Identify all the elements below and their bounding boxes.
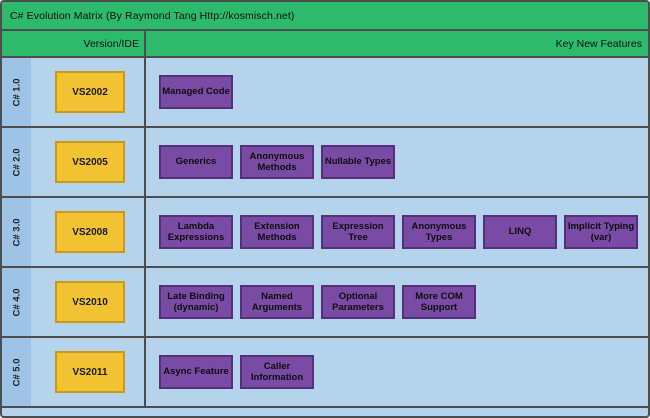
ide-cell: VS2011 (31, 338, 146, 406)
header-version-ide: Version/IDE (2, 31, 146, 56)
feature-box: Extension Methods (240, 215, 314, 249)
csharp-version-label: C# 3.0 (2, 198, 31, 266)
csharp-version-text: C# 1.0 (11, 78, 22, 106)
ide-box: VS2010 (55, 281, 125, 323)
feature-box: Generics (159, 145, 233, 179)
feature-box: More COM Support (402, 285, 476, 319)
csharp-version-label: C# 2.0 (2, 128, 31, 196)
csharp-version-label: C# 1.0 (2, 58, 31, 126)
header-key-new-features: Key New Features (146, 31, 648, 56)
feature-box: Caller Information (240, 355, 314, 389)
ide-cell: VS2005 (31, 128, 146, 196)
ide-box: VS2008 (55, 211, 125, 253)
csharp-version-text: C# 2.0 (11, 148, 22, 176)
csharp-version-text: C# 5.0 (11, 358, 22, 386)
feature-box: Named Arguments (240, 285, 314, 319)
ide-cell: VS2002 (31, 58, 146, 126)
features-cell: Managed Code (146, 58, 648, 126)
matrix-row: C# 1.0 VS2002 Managed Code (2, 58, 648, 128)
ide-box: VS2005 (55, 141, 125, 183)
title-bar: C# Evolution Matrix (By Raymond Tang Htt… (2, 2, 648, 31)
feature-box: LINQ (483, 215, 557, 249)
header-row: Version/IDE Key New Features (2, 31, 648, 58)
feature-box: Anonymous Methods (240, 145, 314, 179)
csharp-version-text: C# 4.0 (11, 288, 22, 316)
bottom-strip (2, 408, 648, 414)
feature-box: Async Feature (159, 355, 233, 389)
csharp-version-text: C# 3.0 (11, 218, 22, 246)
csharp-version-label: C# 5.0 (2, 338, 31, 406)
feature-box: Optional Parameters (321, 285, 395, 319)
matrix-row: C# 4.0 VS2010 Late Binding (dynamic)Named … (2, 268, 648, 338)
ide-cell: VS2008 (31, 198, 146, 266)
feature-box: Implicit Typing (var) (564, 215, 638, 249)
feature-box: Nullable Types (321, 145, 395, 179)
feature-box: Expression Tree (321, 215, 395, 249)
feature-box: Lambda Expressions (159, 215, 233, 249)
header-version-ide-label: Version/IDE (83, 37, 139, 50)
csharp-version-label: C# 4.0 (2, 268, 31, 336)
ide-cell: VS2010 (31, 268, 146, 336)
ide-box: VS2002 (55, 71, 125, 113)
feature-box: Late Binding (dynamic) (159, 285, 233, 319)
header-key-new-features-label: Key New Features (555, 37, 642, 50)
feature-box: Managed Code (159, 75, 233, 109)
ide-box: VS2011 (55, 351, 125, 393)
page-title: C# Evolution Matrix (By Raymond Tang Htt… (10, 9, 295, 22)
matrix-rows: C# 1.0 VS2002 Managed Code C# 2.0 VS2005 Gene… (2, 58, 648, 408)
feature-box: Anonymous Types (402, 215, 476, 249)
